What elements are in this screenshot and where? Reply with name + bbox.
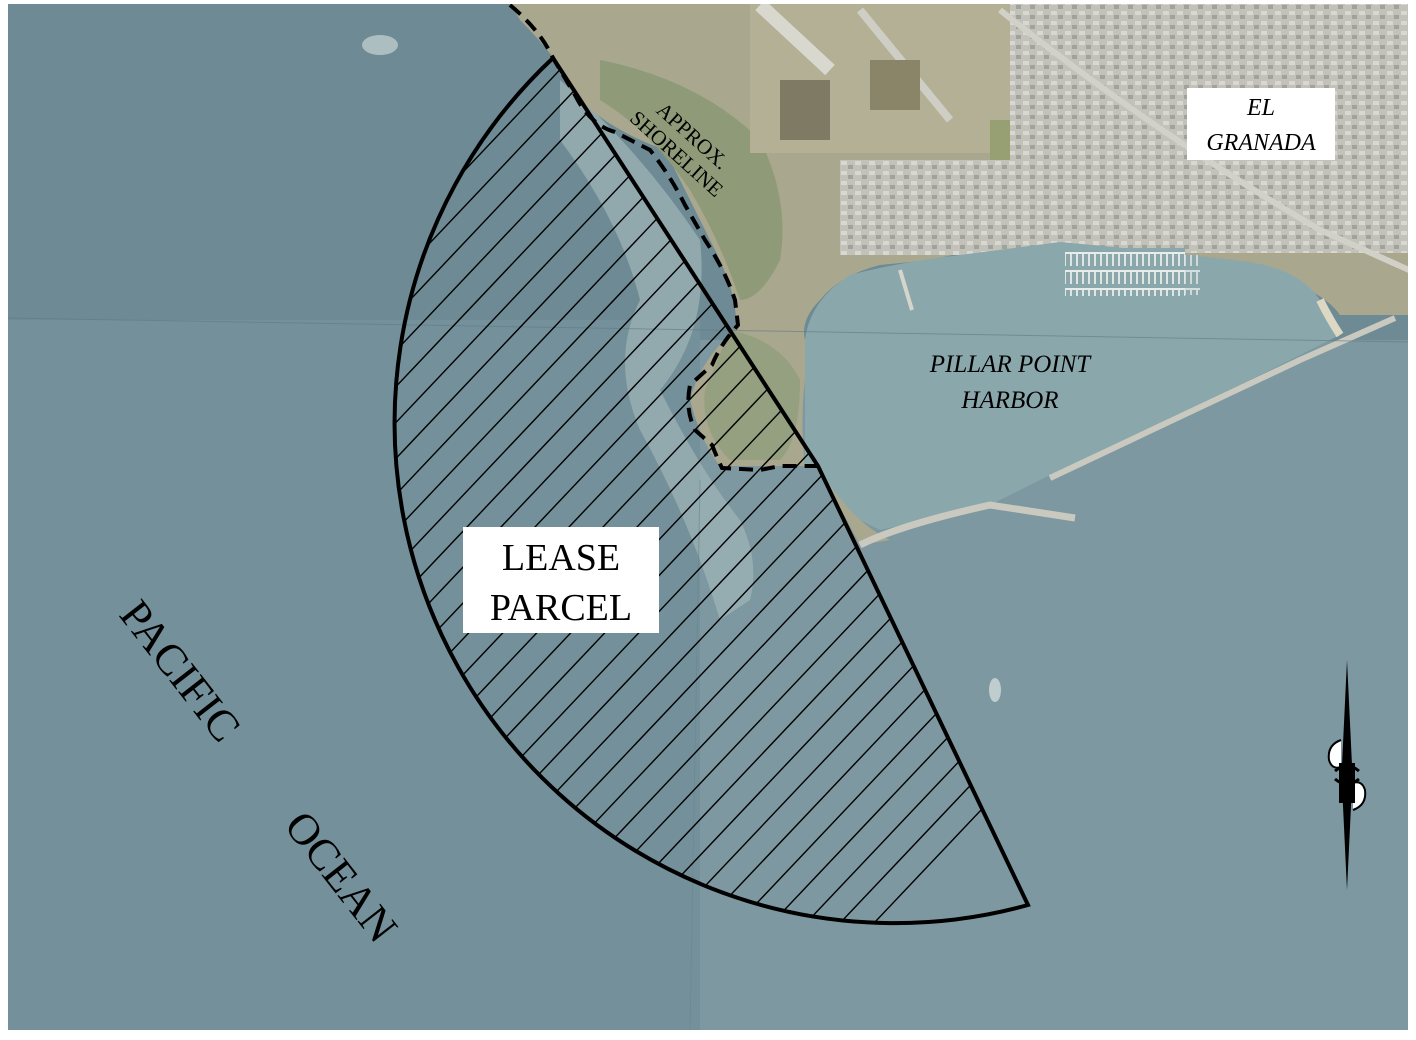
surf-spot [989,678,1001,702]
hatch-line [631,58,1029,924]
beach-sand [1316,298,1344,338]
imagery-seam-h [7,317,1409,343]
lease-parcel-boundary [392,54,1031,926]
pillar-point-harbor-label: PILLAR POINT HARBOR [929,351,1093,414]
pillar-point-label-line1: PILLAR POINT [929,351,1093,378]
parcel-label-line2: PARCEL [490,587,632,629]
farm-field-1 [780,80,830,140]
marina-docks-2 [1140,255,1200,295]
harbor-water [805,242,1340,530]
hatch-line [767,58,1029,924]
highway [998,7,1409,273]
point-vegetation [704,330,800,460]
map-frame [6,2,1410,1032]
west-breakwater [858,501,1076,549]
runway [755,3,835,76]
surf-spot-2 [362,35,398,55]
headland-vegetation [600,60,783,300]
hatch-line [699,58,1029,924]
princeton-town [840,160,1040,255]
hatch-line [665,58,1029,924]
farm-field-2 [870,60,920,110]
harbor-label-line2: HARBOR [960,387,1058,414]
north-arrow-icon [1327,660,1367,890]
hatch-line [733,58,1029,924]
hatch-line [394,58,763,924]
pier [898,269,914,311]
outer-breakwater [1048,315,1397,481]
hatch-line [394,58,661,924]
lease-label-line1: LEASE [502,537,620,579]
surf-zone [560,80,754,620]
hatch-line [563,58,1029,924]
lease-parcel-label: LEASE PARCEL [463,527,659,633]
el-granada-label-line1: EL [1246,95,1275,121]
hatch-line [394,58,729,924]
hatch-line [597,58,1029,924]
hatch-line [394,58,695,924]
approx-shoreline-line [508,3,818,473]
el-granada-label: EL GRANADA [1187,88,1335,160]
imagery-seam-v [689,479,701,1031]
el-granada-label-line2: GRANADA [1206,130,1316,156]
harbor-buildings [1040,180,1160,240]
hatch-line [394,58,1029,924]
